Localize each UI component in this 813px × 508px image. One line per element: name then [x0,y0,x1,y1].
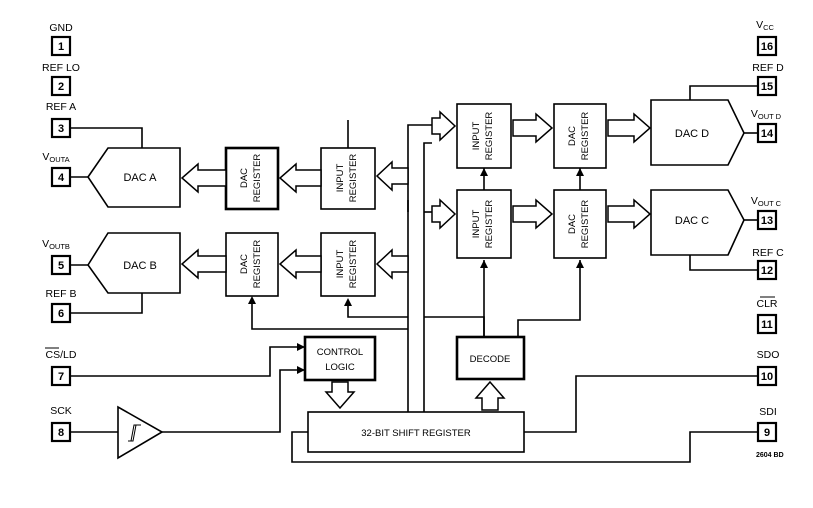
svg-text:CONTROL: CONTROL [317,347,363,358]
svg-text:INPUT: INPUT [471,122,482,151]
svg-text:32-BIT SHIFT REGISTER: 32-BIT SHIFT REGISTER [361,428,471,439]
right-pins: VCC 16 REF D 15 VOUT D 14 VOUT C 13 REF … [751,19,784,443]
pin-16: VCC 16 [756,19,778,57]
input-register-d: INPUT REGISTER [456,103,512,169]
svg-text:DECODE: DECODE [470,354,511,365]
svg-text:REF A: REF A [46,101,76,113]
document-id: 2604 BD [756,452,784,459]
svg-text:15: 15 [761,81,773,93]
svg-text:4: 4 [58,172,65,184]
pin-8: SCK 8 [50,405,72,443]
decode: DECODE [455,335,526,381]
svg-text:REGISTER: REGISTER [484,200,495,249]
svg-text:REGISTER: REGISTER [252,240,263,289]
svg-text:REGISTER: REGISTER [348,240,359,289]
input-register-c: INPUT REGISTER [456,189,512,259]
pin-13: VOUT C 13 [751,195,782,231]
pin-7: CS/LD 7 [45,347,77,387]
dac-d: DAC D [650,99,745,166]
svg-text:3: 3 [58,123,64,135]
svg-text:REGISTER: REGISTER [348,154,359,203]
svg-text:DAC B: DAC B [123,260,157,272]
control-logic: CONTROL LOGIC [303,335,377,382]
svg-text:CLR: CLR [756,298,777,310]
svg-text:VCC: VCC [756,19,774,32]
svg-text:INPUT: INPUT [335,250,346,279]
svg-text:LOGIC: LOGIC [325,362,355,373]
bus-arrows [180,110,652,411]
svg-text:DAC C: DAC C [675,215,709,227]
svg-text:REGISTER: REGISTER [484,112,495,161]
svg-text:6: 6 [58,308,64,320]
pin-2: REF LO 2 [42,62,80,97]
schmitt-buffer-icon [117,405,164,460]
dac-register-b: DAC REGISTER [225,232,279,297]
dac-register-a: DAC REGISTER [224,146,280,211]
svg-text:8: 8 [58,427,64,439]
pin-11: CLR 11 [756,296,778,335]
svg-text:SDI: SDI [759,406,777,418]
svg-text:REGISTER: REGISTER [580,112,591,161]
svg-text:DAC D: DAC D [675,128,709,140]
svg-text:VOUT C: VOUT C [751,195,782,208]
svg-text:1: 1 [58,41,64,53]
dac-c: DAC C [650,189,745,256]
pin-10: SDO 10 [757,349,780,387]
svg-text:7: 7 [58,371,64,383]
svg-text:INPUT: INPUT [335,164,346,193]
dac-b: DAC B [87,232,181,294]
arrowheads [248,168,584,374]
pin-3: REF A 3 [46,101,76,139]
svg-text:DAC: DAC [567,126,578,146]
svg-text:INPUT: INPUT [471,210,482,239]
svg-text:VOUT D: VOUT D [751,108,782,121]
input-register-a: INPUT REGISTER [320,147,376,210]
svg-text:REF C: REF C [752,247,784,259]
input-register-b: INPUT REGISTER [320,232,376,297]
pin-5: VOUTB 5 [42,238,72,276]
pin-12: REF C 12 [752,247,784,281]
pin-6: REF B 6 [46,288,77,324]
svg-text:2: 2 [58,81,64,93]
dac-register-c: DAC REGISTER [553,189,607,259]
svg-text:13: 13 [761,215,773,227]
svg-text:16: 16 [761,41,773,53]
pin-4: VOUTA 4 [42,151,72,188]
svg-text:REGISTER: REGISTER [252,154,263,203]
svg-text:9: 9 [764,427,770,439]
svg-text:DAC: DAC [567,214,578,234]
shift-register: 32-BIT SHIFT REGISTER [307,411,525,453]
svg-text:GND: GND [49,22,73,34]
svg-text:5: 5 [58,260,64,272]
pin-14: VOUT D 14 [751,108,782,144]
svg-text:DAC: DAC [239,254,250,274]
svg-text:REF LO: REF LO [42,62,80,74]
pin-9: SDI 9 [756,406,778,443]
dac-register-d: DAC REGISTER [553,103,607,169]
dac-a: DAC A [87,147,181,208]
svg-text:REGISTER: REGISTER [580,200,591,249]
svg-text:10: 10 [761,371,773,383]
svg-text:14: 14 [761,128,774,140]
svg-text:11: 11 [761,319,773,331]
svg-text:12: 12 [761,265,773,277]
svg-text:REF B: REF B [46,288,77,300]
pin-1: GND 1 [49,22,73,57]
svg-text:REF D: REF D [752,62,784,74]
svg-text:SDO: SDO [757,349,780,361]
svg-text:DAC A: DAC A [123,172,157,184]
svg-text:VOUTB: VOUTB [42,238,70,251]
pin-15: REF D 15 [752,62,784,97]
svg-text:SCK: SCK [50,405,72,417]
left-pins: GND 1 REF LO 2 REF A 3 VOUTA 4 VOUTB 5 R… [42,22,80,443]
svg-text:DAC: DAC [239,168,250,188]
svg-text:VOUTA: VOUTA [42,151,69,164]
svg-text:CS/LD: CS/LD [46,349,77,361]
